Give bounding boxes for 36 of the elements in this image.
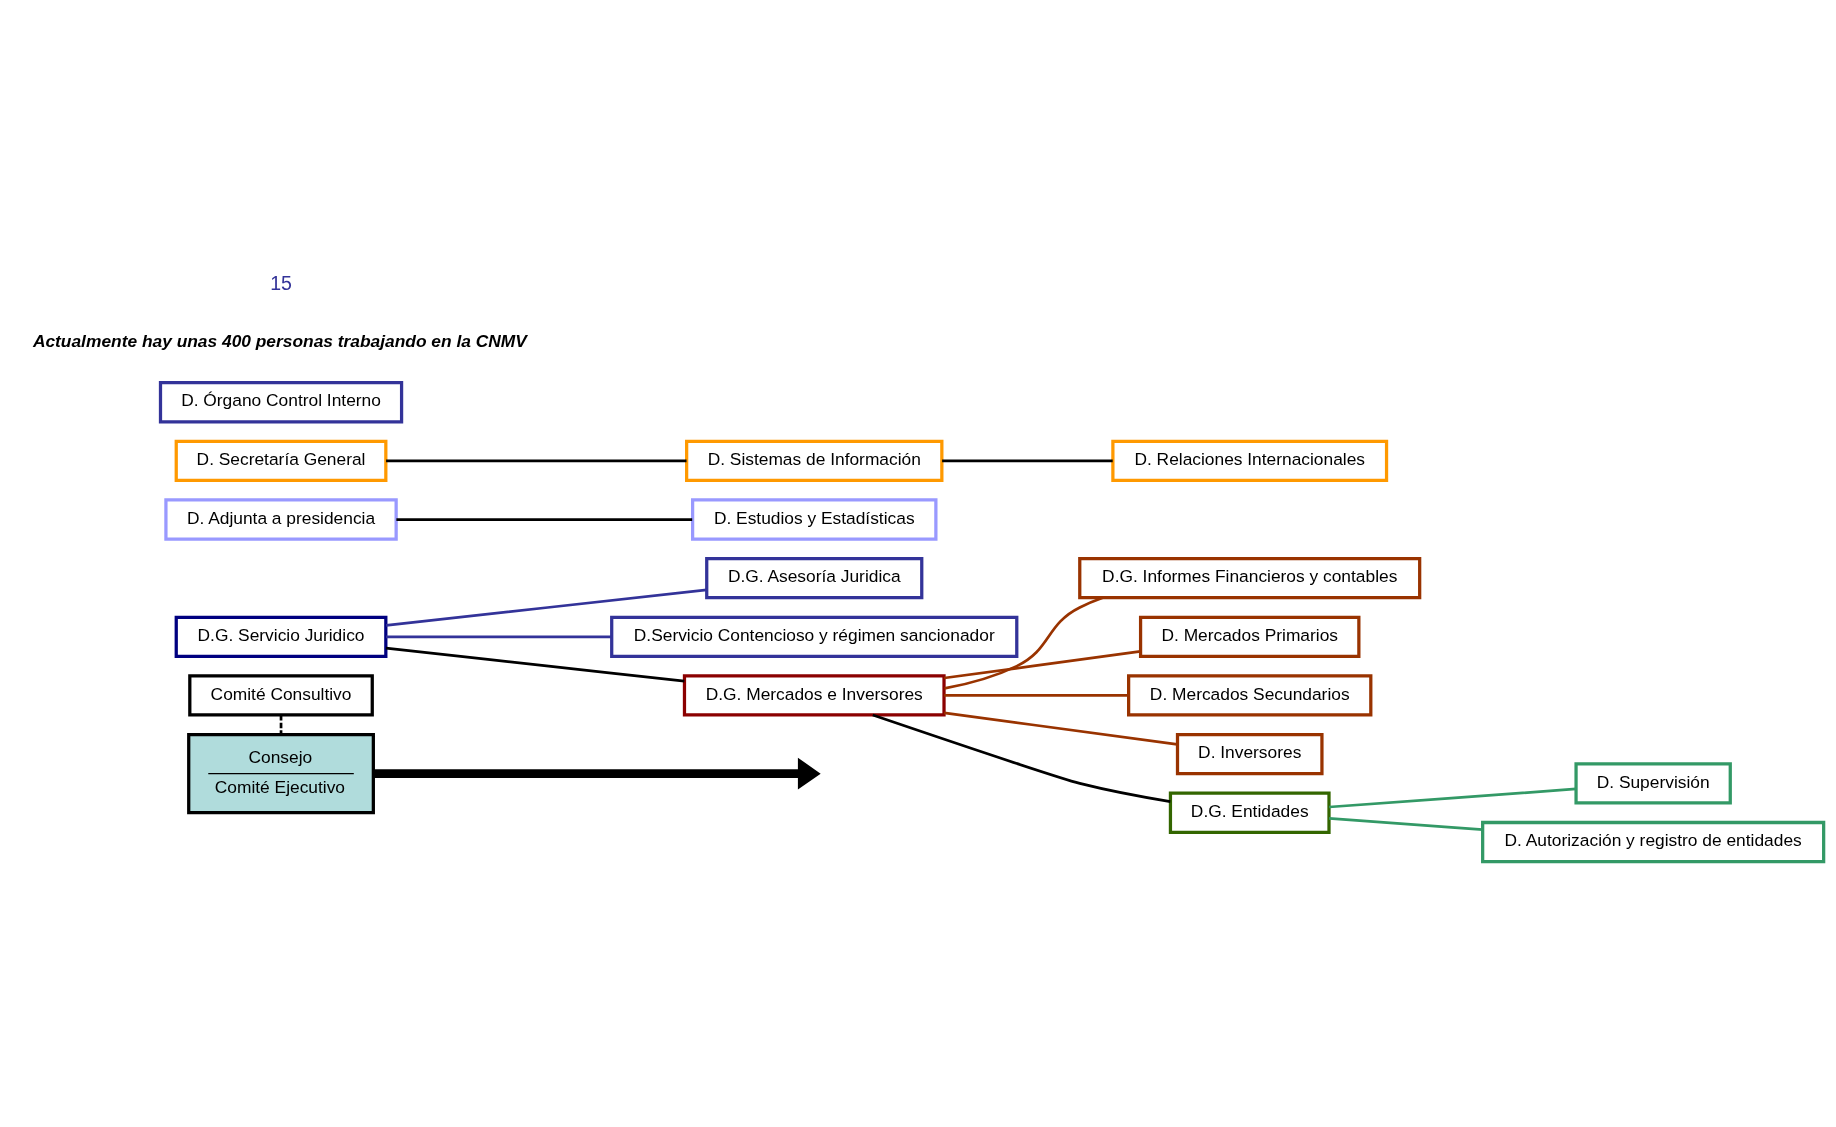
connector: [385, 646, 685, 683]
node-box: Comité Consultivo: [187, 674, 374, 717]
connector: [941, 459, 1113, 463]
node-box: D. Órgano Control Interno: [158, 381, 403, 424]
connector: [943, 694, 1128, 697]
connector: [385, 459, 686, 463]
node-box: D. Autorización y registro de entidades: [1480, 820, 1825, 864]
node-box: D. Relaciones Internacionales: [1110, 439, 1388, 483]
label: Actualmente hay unas 400 personas trabajando en la CNMV: [32, 330, 527, 351]
connector: [943, 711, 1177, 746]
node-box: D. Inversores: [1175, 732, 1324, 776]
node-box: D.G. Mercados e Inversores: [682, 674, 946, 717]
node-box: D.G. Informes Financieros y contables: [1077, 557, 1421, 600]
node-box: D. Adjunta a presidencia: [163, 498, 398, 541]
node-box: D. Secretaría General: [174, 439, 387, 483]
node-box: D. Sistemas de Información: [684, 439, 943, 483]
node-box: D.G. Servicio Juridico: [174, 615, 387, 658]
node-box: D. Estudios y Estadísticas: [690, 498, 937, 541]
connector: [1328, 787, 1576, 809]
node-box: D. Mercados Primarios: [1138, 615, 1360, 658]
connector: [943, 596, 1103, 690]
connector: [871, 713, 1171, 803]
node-box: Consejo Comité Ejecutivo: [186, 732, 375, 815]
connector: [385, 588, 707, 627]
connector: [1328, 817, 1483, 832]
arrow: [372, 757, 821, 790]
connector: [279, 715, 282, 735]
node-box: D. Mercados Secundarios: [1126, 674, 1372, 717]
connector: [943, 650, 1141, 680]
label: 15: [269, 271, 292, 294]
connector: [395, 518, 692, 521]
connector: [385, 635, 612, 639]
node-box: D. Supervisión: [1573, 762, 1732, 805]
node-box: D.G. Asesoría Juridica: [704, 557, 923, 600]
node-box: D.Servicio Contencioso y régimen sancionador: [609, 615, 1018, 658]
node-box: D.G. Entidades: [1168, 791, 1331, 834]
